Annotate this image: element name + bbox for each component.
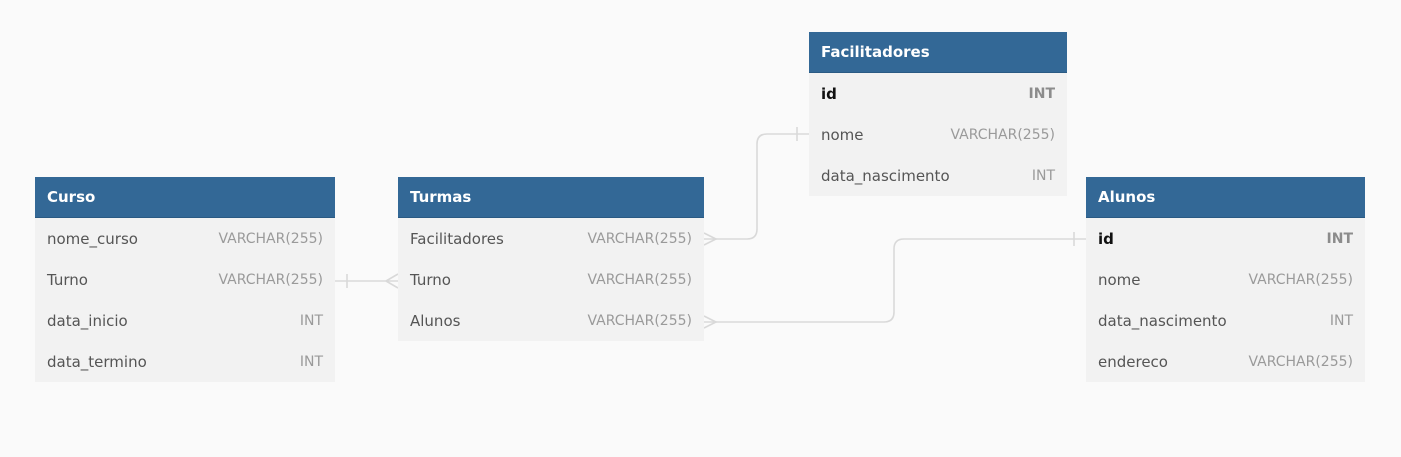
table-row-alunos[interactable]: Alunos VARCHAR(255): [398, 300, 704, 341]
column-name: Turno: [410, 270, 451, 289]
column-name: data_inicio: [47, 311, 128, 330]
column-name: data_nascimento: [821, 166, 950, 185]
column-type: VARCHAR(255): [1248, 353, 1353, 370]
table-row-data-termino[interactable]: data_termino INT: [35, 341, 335, 382]
column-name: id: [1098, 229, 1114, 248]
column-type: VARCHAR(255): [218, 271, 323, 288]
column-type: INT: [299, 353, 323, 370]
column-type: VARCHAR(255): [587, 230, 692, 247]
table-row-data-nascimento[interactable]: data_nascimento INT: [1086, 300, 1365, 341]
table-row-id[interactable]: id INT: [1086, 218, 1365, 259]
column-type: VARCHAR(255): [587, 271, 692, 288]
table-title[interactable]: Curso: [35, 177, 335, 218]
column-name: nome_curso: [47, 229, 138, 248]
column-type: INT: [299, 312, 323, 329]
column-name: Facilitadores: [410, 229, 504, 248]
column-type: VARCHAR(255): [587, 312, 692, 329]
table-row-nome-curso[interactable]: nome_curso VARCHAR(255): [35, 218, 335, 259]
table-title[interactable]: Facilitadores: [809, 32, 1067, 73]
column-type: INT: [1031, 167, 1055, 184]
column-name: Alunos: [410, 311, 461, 330]
table-row-endereco[interactable]: endereco VARCHAR(255): [1086, 341, 1365, 382]
table-row-data-inicio[interactable]: data_inicio INT: [35, 300, 335, 341]
column-name: id: [821, 84, 837, 103]
column-type: VARCHAR(255): [950, 126, 1055, 143]
table-facilitadores[interactable]: Facilitadores id INT nome VARCHAR(255) d…: [809, 32, 1067, 196]
table-title[interactable]: Alunos: [1086, 177, 1365, 218]
column-type: VARCHAR(255): [218, 230, 323, 247]
table-row-facilitadores[interactable]: Facilitadores VARCHAR(255): [398, 218, 704, 259]
link-turmas-facilitadores: [704, 133, 809, 240]
many-marker-turmas-fac: [703, 232, 718, 246]
table-row-data-nascimento[interactable]: data_nascimento INT: [809, 155, 1067, 196]
column-name: nome: [821, 125, 864, 144]
table-row-id[interactable]: id INT: [809, 73, 1067, 114]
table-curso[interactable]: Curso nome_curso VARCHAR(255) Turno VARC…: [35, 177, 335, 382]
many-marker-turmas: [385, 273, 399, 289]
table-row-turno[interactable]: Turno VARCHAR(255): [398, 259, 704, 300]
column-type: INT: [1028, 85, 1055, 102]
column-name: nome: [1098, 270, 1141, 289]
table-row-nome[interactable]: nome VARCHAR(255): [809, 114, 1067, 155]
table-row-turno[interactable]: Turno VARCHAR(255): [35, 259, 335, 300]
column-type: INT: [1329, 312, 1353, 329]
many-marker-turmas-alu: [703, 315, 718, 329]
table-row-nome[interactable]: nome VARCHAR(255): [1086, 259, 1365, 300]
column-name: data_nascimento: [1098, 311, 1227, 330]
link-turmas-alunos: [704, 238, 1086, 323]
column-name: endereco: [1098, 352, 1168, 371]
column-type: VARCHAR(255): [1248, 271, 1353, 288]
table-turmas[interactable]: Turmas Facilitadores VARCHAR(255) Turno …: [398, 177, 704, 341]
column-name: data_termino: [47, 352, 147, 371]
table-title[interactable]: Turmas: [398, 177, 704, 218]
column-type: INT: [1326, 230, 1353, 247]
table-alunos[interactable]: Alunos id INT nome VARCHAR(255) data_nas…: [1086, 177, 1365, 382]
column-name: Turno: [47, 270, 88, 289]
